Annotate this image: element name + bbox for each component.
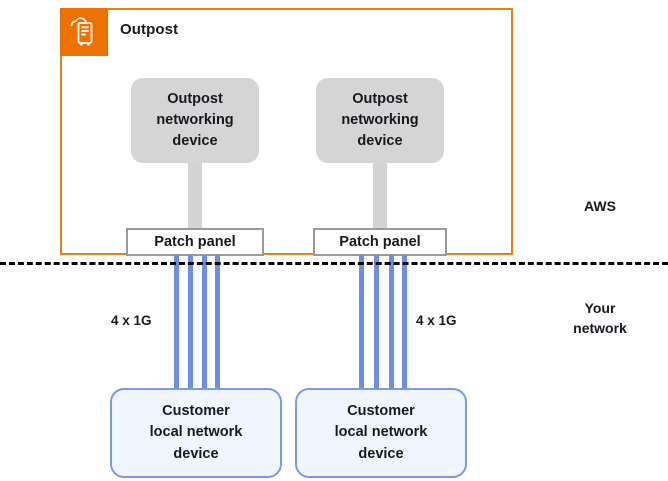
cable-left-2 [188, 255, 193, 393]
connector-stem-left [188, 150, 202, 230]
cable-left-1 [174, 255, 179, 393]
patch-panel-right: Patch panel [313, 228, 447, 256]
outpost-networking-device-left: Outpost networking device [131, 78, 259, 163]
network-boundary-line [0, 262, 668, 265]
link-label-right: 4 x 1G [416, 313, 457, 328]
outpost-title: Outpost [120, 21, 179, 38]
customer-local-network-device-left: Customer local network device [110, 388, 282, 478]
link-label-left: 4 x 1G [111, 313, 152, 328]
outpost-container [60, 8, 513, 255]
cable-left-4 [215, 255, 220, 393]
cable-right-1 [359, 255, 364, 393]
connector-stem-right [373, 150, 387, 230]
cable-right-2 [374, 255, 379, 393]
outpost-networking-device-right: Outpost networking device [316, 78, 444, 163]
outpost-rack-icon [60, 8, 108, 56]
cable-right-4 [402, 255, 407, 393]
patch-panel-left: Patch panel [126, 228, 264, 256]
cable-right-3 [389, 255, 394, 393]
customer-local-network-device-right: Customer local network device [295, 388, 467, 478]
cable-left-3 [202, 255, 207, 393]
zone-label-aws: AWS [584, 198, 616, 214]
zone-label-your-network: Your network [573, 300, 627, 337]
